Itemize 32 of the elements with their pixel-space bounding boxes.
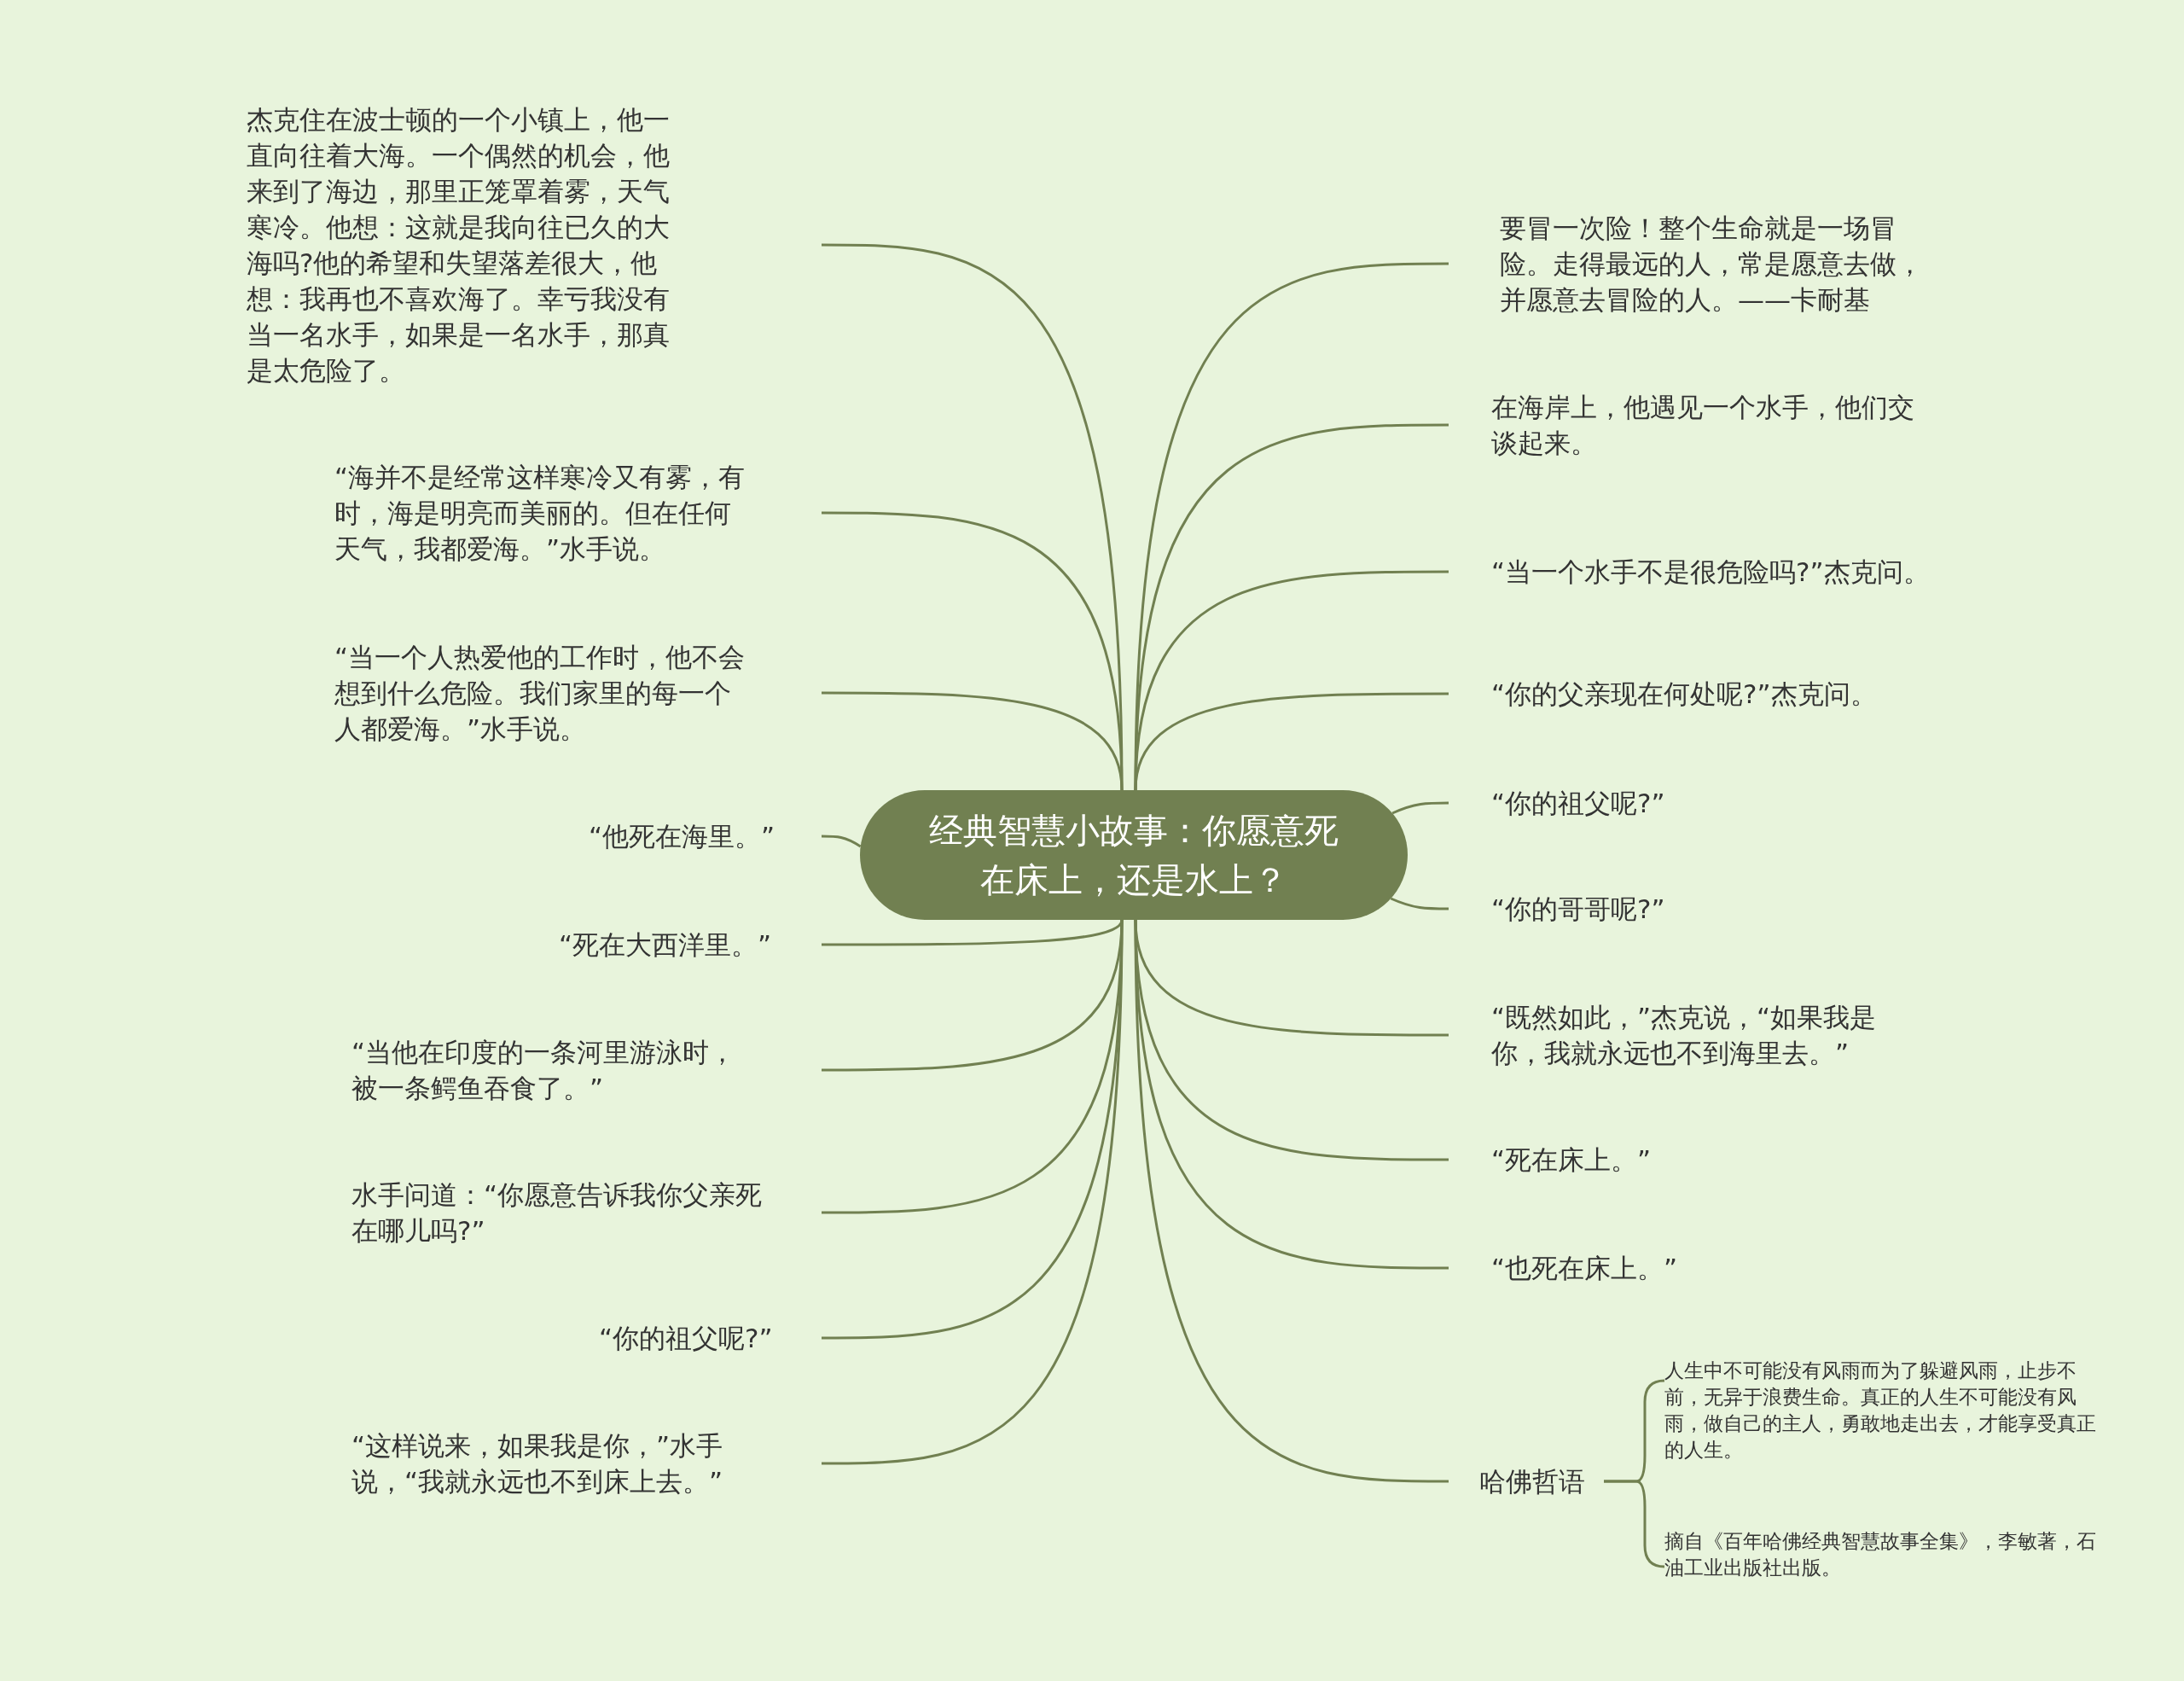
topic-text: 杰克住在波士顿的一个小镇上，他一直向往着大海。一个偶然的机会，他来到了海边，那里正笼罩着雾，天气寒冷。他想：这就是我向往已久的大海吗?他的希望和失望落差很大，他想：我再也不喜欢海了。幸亏我没有当一名水手，如果是一名水手，那真是太危险了。 [247, 102, 822, 388]
connector-line [1391, 801, 1449, 815]
topic-text: 水手问道：“你愿意告诉我你父亲死在哪儿吗?” [351, 1177, 822, 1248]
connector-line [822, 835, 862, 848]
topic-text: “死在大西洋里。” [559, 927, 822, 963]
topic-text: “你的父亲现在何处呢?”杰克问。 [1449, 676, 1926, 712]
topic-text: “当一个人热爱他的工作时，他不会想到什么危险。我们家里的每一个人都爱海。”水手说。 [334, 639, 822, 747]
connector-line [1134, 692, 1449, 791]
central-topic: 经典智慧小故事：你愿意死在床上，还是水上？ [860, 790, 1408, 920]
connector-line [822, 919, 1124, 1465]
connector-line [1390, 897, 1449, 910]
connector-line [1134, 423, 1449, 791]
connector-line [1134, 262, 1449, 791]
topic-text: “海并不是经常这样寒冷又有雾，有时，海是明亮而美丽的。但在任何天气，我都爱海。”水手说。 [334, 459, 822, 567]
topic-text: “当他在印度的一条河里游泳时，被一条鳄鱼吞食了。” [351, 1034, 822, 1106]
topic-text: “你的祖父呢?” [599, 1320, 822, 1356]
topic-text: “这样说来，如果我是你，”水手说，“我就永远也不到床上去。” [351, 1428, 822, 1499]
topic-text: “你的祖父呢?” [1449, 785, 1722, 821]
topic-text: “你的哥哥呢?” [1449, 891, 1722, 927]
connector-line [1134, 919, 1449, 1483]
topic-text: 哈佛哲语 [1449, 1463, 1604, 1499]
topic-text: 要冒一次险！整个生命就是一场冒险。走得最远的人，常是愿意去做，并愿意去冒险的人。——卡耐基 [1449, 210, 1943, 317]
topic-text: “他死在海里。” [589, 818, 822, 854]
note-text: 摘自《百年哈佛经典智慧故事全集》，李敏著，石油工业出版社出版。 [1664, 1528, 2100, 1581]
topic-text: “当一个水手不是很危险吗?”杰克问。 [1449, 554, 1935, 590]
topic-text: “既然如此，”杰克说，“如果我是你，我就永远也不到海里去。” [1449, 999, 1926, 1071]
connector-line [822, 691, 1124, 791]
topic-text: “死在床上。” [1449, 1142, 1722, 1178]
topic-text: “也死在床上。” [1449, 1250, 1739, 1286]
note-text: 人生中不可能没有风雨而为了躲避风雨，止步不前，无异于浪费生命。真正的人生不可能没有风雨，做自己的主人，勇敢地走出去，才能享受真正的人生。 [1664, 1358, 2100, 1463]
connector-line [1134, 570, 1449, 791]
topic-text: 在海岸上，他遇见一个水手，他们交谈起来。 [1449, 389, 1926, 461]
